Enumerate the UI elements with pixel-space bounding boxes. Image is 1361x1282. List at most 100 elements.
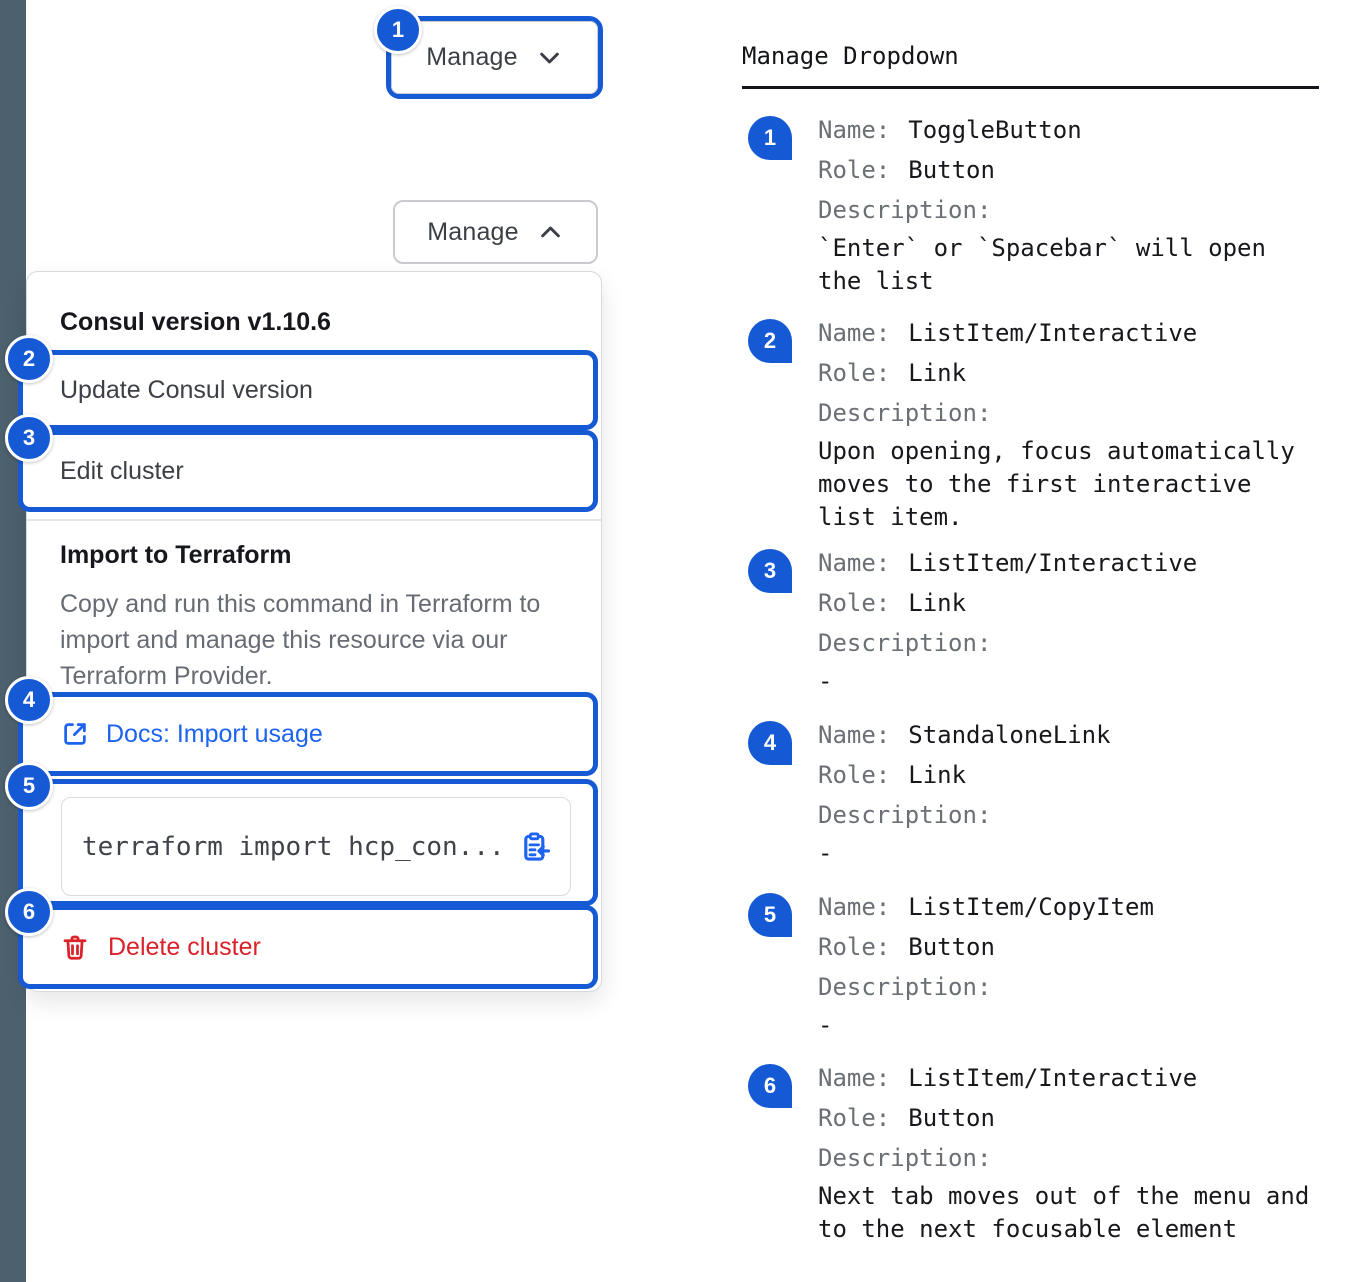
description-label: Description: (818, 196, 992, 224)
name-label: Name: (818, 116, 891, 144)
menu-separator (27, 519, 601, 521)
role-value: Link (908, 761, 967, 789)
legend-badge-4: 4 (748, 721, 792, 765)
name-label: Name: (818, 1064, 891, 1092)
clipboard-copy-icon[interactable] (518, 830, 552, 864)
name-value: ListItem/Interactive (908, 1064, 1198, 1092)
role-value: Button (908, 156, 995, 184)
docs-import-usage-link[interactable]: Docs: Import usage (23, 697, 593, 771)
legend-badge-5-number: 5 (763, 902, 777, 927)
description-value: - (818, 667, 833, 695)
legend-item-5: 5 Name: ListItem/CopyItem Role: Button Des… (748, 887, 1318, 1042)
annotation-badge-3: 3 (5, 414, 53, 462)
annotation-badge-5-number: 5 (22, 773, 36, 798)
manage-toggle-button-expanded[interactable]: Manage (393, 200, 598, 264)
role-label: Role: (818, 156, 891, 184)
legend-badge-4-number: 4 (763, 730, 777, 755)
description-label: Description: (818, 801, 992, 829)
menu-item-edit-cluster[interactable]: Edit cluster (23, 435, 593, 507)
annotation-ring-4: Docs: Import usage (18, 692, 598, 776)
legend-item-4: 4 Name: StandaloneLink Role: Link Descript… (748, 715, 1318, 870)
external-link-icon (60, 719, 90, 749)
delete-cluster-label: Delete cluster (108, 932, 261, 961)
legend-badge-3-number: 3 (763, 558, 777, 583)
role-label: Role: (818, 359, 891, 387)
legend-badge-5: 5 (748, 893, 792, 937)
annotation-badge-5: 5 (5, 762, 53, 810)
annotation-badge-2-number: 2 (22, 346, 36, 371)
legend-item-6: 6 Name:ListItem/Interactive Role:Button … (748, 1058, 1318, 1246)
legend-item-3: 3 Name: ListItem/Interactive Role: Link De… (748, 543, 1318, 698)
legend-item-2-text: Name:ListItem/Interactive Role:Link Desc… (818, 313, 1318, 534)
legend-badge-6: 6 (748, 1064, 792, 1108)
description-label: Description: (818, 629, 992, 657)
annotation-badge-3-number: 3 (22, 425, 36, 450)
menu-item-label: Update Consul version (60, 375, 313, 404)
legend-badge-2: 2 (748, 319, 792, 363)
role-label: Role: (818, 933, 891, 961)
legend-item-4-text: Name: StandaloneLink Role: Link Descriptio… (818, 715, 1318, 870)
name-label: Name: (818, 721, 891, 749)
legend-item-6-text: Name:ListItem/Interactive Role:Button De… (818, 1058, 1318, 1246)
name-value: ListItem/Interactive (908, 319, 1198, 347)
legend-title: Manage Dropdown (742, 42, 959, 70)
annotation-badge-1-number: 1 (391, 17, 405, 42)
description-value: `Enter` or `Spacebar` will open the list (818, 234, 1266, 295)
annotation-ring-6: Delete cluster (18, 905, 598, 989)
name-value: ToggleButton (908, 116, 1082, 144)
annotation-ring-2: Update Consul version (18, 350, 598, 430)
legend-item-1: 1 Name: ToggleButton Role: Button Descript… (748, 110, 1318, 298)
manage-button-label: Manage (427, 217, 519, 246)
legend-badge-1-number: 1 (763, 125, 777, 150)
description-value: Next tab moves out of the menu and to th… (818, 1182, 1310, 1243)
trash-icon (60, 932, 90, 962)
annotation-ring-1: Manage (386, 16, 603, 99)
name-label: Name: (818, 893, 891, 921)
annotation-ring-5: terraform import hcp_con... (18, 779, 598, 906)
manage-toggle-button-collapsed[interactable]: Manage (391, 21, 598, 94)
terraform-copy-snippet[interactable]: terraform import hcp_con... (61, 797, 571, 896)
role-value: Button (908, 1104, 995, 1132)
annotation-badge-4-number: 4 (22, 687, 36, 712)
name-label: Name: (818, 549, 891, 577)
annotation-badge-6: 6 (5, 888, 53, 936)
role-label: Role: (818, 761, 891, 789)
annotation-ring-3: Edit cluster (18, 430, 598, 512)
description-value: Upon opening, focus automatically moves … (818, 437, 1295, 531)
terraform-section-description: Copy and run this command in Terraform t… (60, 590, 541, 690)
menu-item-label: Edit cluster (60, 456, 184, 485)
annotation-badge-2: 2 (5, 335, 53, 383)
role-value: Link (908, 589, 967, 617)
legend-badge-3: 3 (748, 549, 792, 593)
annotation-badge-1: 1 (374, 6, 422, 54)
legend-item-2: 2 Name:ListItem/Interactive Role:Link De… (748, 313, 1318, 534)
legend-title-rule (742, 86, 1319, 89)
legend-item-5-text: Name: ListItem/CopyItem Role: Button Descr… (818, 887, 1318, 1042)
legend-item-3-text: Name: ListItem/Interactive Role: Link Desc… (818, 543, 1318, 698)
legend-badge-2-number: 2 (763, 328, 777, 353)
chevron-up-icon (537, 219, 564, 246)
role-value: Link (908, 359, 967, 387)
page-edge-bar (0, 0, 26, 1282)
name-value: ListItem/CopyItem (908, 893, 1154, 921)
legend-item-1-text: Name: ToggleButton Role: Button Descriptio… (818, 110, 1318, 298)
manage-button-label: Manage (426, 43, 518, 71)
name-label: Name: (818, 319, 891, 347)
name-value: StandaloneLink (908, 721, 1111, 749)
name-value: ListItem/Interactive (908, 549, 1198, 577)
terraform-section-heading: Import to Terraform (60, 541, 292, 569)
consul-version-header: Consul version v1.10.6 (60, 308, 331, 336)
menu-item-delete-cluster[interactable]: Delete cluster (23, 910, 593, 984)
role-value: Button (908, 933, 995, 961)
description-label: Description: (818, 973, 992, 1001)
description-label: Description: (818, 1144, 992, 1172)
role-label: Role: (818, 589, 891, 617)
legend-badge-6-number: 6 (763, 1073, 777, 1098)
chevron-down-icon (536, 44, 563, 71)
description-value: - (818, 1011, 833, 1039)
legend-badge-1: 1 (748, 116, 792, 160)
docs-link-label: Docs: Import usage (106, 719, 323, 748)
annotation-badge-4: 4 (5, 676, 53, 724)
menu-item-update-consul-version[interactable]: Update Consul version (23, 355, 593, 425)
